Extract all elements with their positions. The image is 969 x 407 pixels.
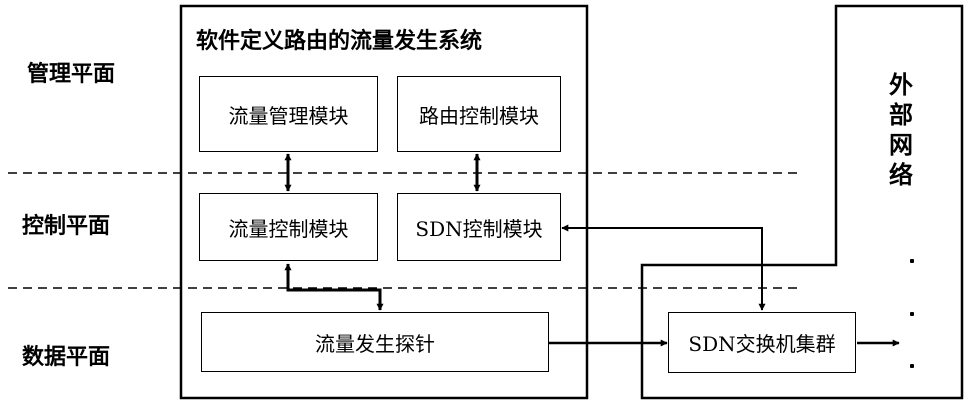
sdn-switch-cluster: SDN交换机集群 [668, 312, 856, 373]
routing-control-module: 路由控制模块 [397, 76, 561, 152]
system-title: 软件定义路由的流量发生系统 [196, 30, 482, 54]
traffic-management-module: 流量管理模块 [199, 76, 378, 152]
arrow-sdn-ctrl-to-switch-cluster [562, 228, 762, 310]
sdn-control-module: SDN控制模块 [397, 193, 561, 261]
control-plane-label: 控制平面 [22, 216, 110, 238]
management-plane-label: 管理平面 [27, 64, 115, 86]
ellipsis-dot [910, 259, 914, 263]
ellipsis-dot [910, 312, 914, 316]
data-plane-label: 数据平面 [22, 347, 110, 369]
arrow-traffic-ctrl-to-probe [288, 264, 380, 310]
traffic-probe-module: 流量发生探针 [201, 312, 549, 372]
external-network-label: 外部网络 [884, 70, 918, 190]
traffic-control-module: 流量控制模块 [199, 193, 378, 261]
ellipsis-dot [910, 364, 914, 368]
